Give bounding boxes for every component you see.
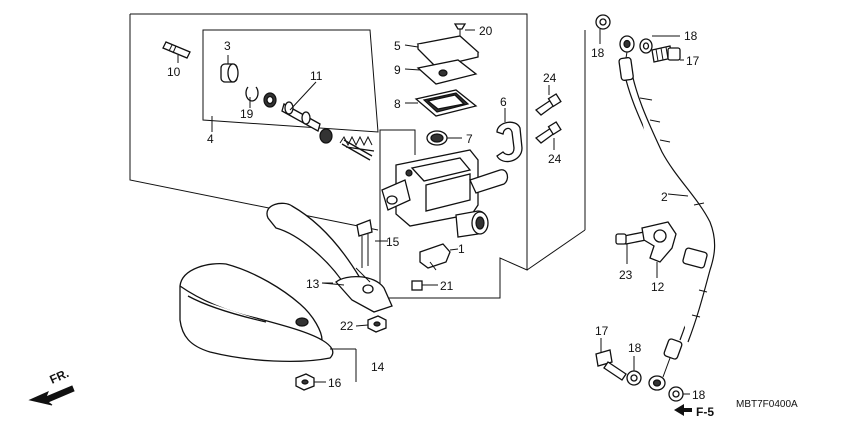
part-3-sleeve xyxy=(220,55,239,83)
part-label: 10 xyxy=(167,65,181,79)
part-label: 5 xyxy=(394,39,401,53)
part-label: 15 xyxy=(386,235,400,249)
part-label: 12 xyxy=(651,280,665,294)
part-label: 6 xyxy=(500,95,507,109)
part-17-banjo-bolt-upper xyxy=(651,45,684,63)
part-label: 21 xyxy=(440,279,454,293)
banjo-fitting-lower xyxy=(648,357,671,391)
assembly-outline-right xyxy=(526,229,586,271)
part-18-washer-a xyxy=(595,14,611,44)
part-19-circlip xyxy=(245,86,259,102)
part-24-bolt-lower xyxy=(534,121,562,150)
assembly-outline-inner xyxy=(202,29,379,133)
part-8-diaphragm xyxy=(405,89,478,117)
part-10-pin xyxy=(162,41,191,63)
part-16-nut xyxy=(295,373,326,391)
part-label: 24 xyxy=(543,71,557,85)
part-7-float xyxy=(426,130,462,146)
part-11-piston-set xyxy=(263,81,375,161)
part-label: 24 xyxy=(548,152,562,166)
part-label: 18 xyxy=(684,29,698,43)
part-label: 9 xyxy=(394,63,401,77)
part-18-washer-c xyxy=(626,356,642,386)
part-label: 19 xyxy=(240,107,254,121)
master-cylinder-body xyxy=(381,149,509,238)
part-6-holder xyxy=(496,108,523,163)
part-17-banjo-bolt-lower xyxy=(595,338,627,381)
part-label: 20 xyxy=(479,24,493,38)
part-18-washer-b xyxy=(639,35,680,54)
part-label: 17 xyxy=(686,54,700,68)
part-label: 11 xyxy=(310,69,323,83)
part-15-pivot-bolt xyxy=(356,219,388,268)
part-9-plate xyxy=(404,59,478,85)
part-label: 14 xyxy=(371,360,385,374)
part-21-screw xyxy=(411,280,438,291)
drawing-code: MBT7F0400A xyxy=(736,399,798,410)
brake-lever xyxy=(266,202,393,313)
direction-label: FR. xyxy=(48,366,71,387)
part-label: 4 xyxy=(207,132,214,146)
banjo-fitting-upper xyxy=(619,35,635,59)
part-label: 13 xyxy=(306,277,320,291)
part-14-lever-cover xyxy=(179,262,357,382)
part-label: 23 xyxy=(619,268,633,282)
part-label: 18 xyxy=(591,46,605,60)
part-label: 8 xyxy=(394,97,401,111)
part-22-nut xyxy=(355,315,387,333)
part-label: 7 xyxy=(466,132,473,146)
part-label: 18 xyxy=(692,388,706,402)
reference-arrow-icon xyxy=(674,404,692,416)
part-label: 18 xyxy=(628,341,642,355)
part-12-clamp xyxy=(641,221,677,278)
part-1-switch xyxy=(419,243,459,271)
part-label: 16 xyxy=(328,376,342,390)
part-24-bolt-upper xyxy=(534,85,562,116)
part-18-washer-d xyxy=(668,386,690,402)
part-label: 17 xyxy=(595,324,609,338)
reference-label: F-5 xyxy=(696,405,714,419)
part-23-bolt xyxy=(615,231,647,264)
part-label: 2 xyxy=(661,190,668,204)
part-label: 22 xyxy=(340,319,354,333)
part-5-cap xyxy=(404,35,480,68)
part-label: 1 xyxy=(458,242,465,256)
part-label: 3 xyxy=(224,39,231,53)
front-arrow-icon xyxy=(28,385,75,406)
part-2-brake-hose xyxy=(618,57,716,360)
